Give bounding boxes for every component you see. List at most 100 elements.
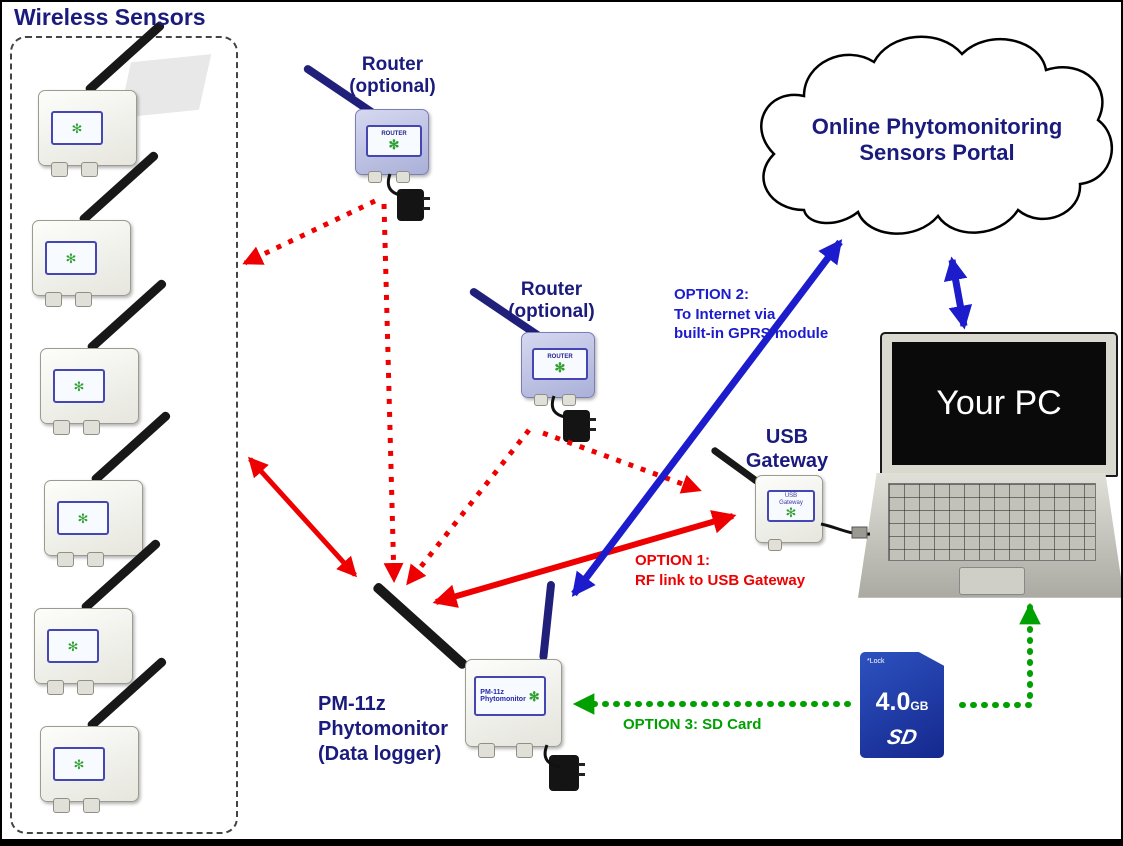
option2-caption: OPTION 2: To Internet via built-in GPRS …: [674, 285, 828, 344]
router1-label: Router (optional): [330, 54, 455, 99]
laptop-screen-frame: Your PC: [880, 332, 1118, 477]
sensor-label-panel: ✻: [51, 111, 103, 145]
your-pc-laptop: Your PC: [858, 332, 1121, 604]
phytomonitor-antenna-gprs: [539, 580, 556, 661]
sensor-connector: [53, 798, 70, 813]
phytomonitor-body: PM-11z Phytomonitor ✻: [465, 659, 562, 758]
router-body: ROUTER ✻: [521, 332, 595, 406]
router-panel-text: ROUTER: [381, 131, 407, 138]
sensor-body: ✻: [40, 348, 139, 435]
router2-label-line1: Router: [520, 279, 583, 300]
cloud-label-line1: Online Phytomonitoring: [811, 114, 1063, 139]
sensor-connector: [47, 680, 64, 695]
sensor-body: ✻: [38, 90, 137, 177]
sensor-connector: [75, 292, 92, 307]
phytomonitor-label-line1: PM-11z: [318, 693, 386, 715]
usb-gateway-label-line1: USB: [765, 426, 809, 448]
sensor-connector: [57, 552, 74, 567]
wireless-sensors-group-outline: [10, 36, 238, 834]
arrow-router2-to-phytomonitor: [406, 428, 531, 586]
option1-line2: RF link to USB Gateway: [635, 571, 806, 589]
your-pc-text: Your PC: [936, 384, 1062, 422]
phytomonitor-connector: [516, 743, 533, 758]
sensor-body: ✻: [32, 220, 131, 307]
sd-capacity-value: 4.0: [875, 688, 911, 716]
power-adapter: [397, 189, 430, 221]
sensor-connector: [87, 552, 104, 567]
sd-logo-icon: SD: [885, 726, 920, 749]
router-connector: [396, 171, 410, 183]
laptop-screen: Your PC: [892, 342, 1106, 465]
sensor-label-panel: ✻: [45, 241, 97, 275]
router1-label-line1: Router: [361, 54, 424, 75]
router2-label-line2: (optional): [508, 301, 595, 323]
plug-prong: [589, 418, 596, 421]
phytomonitor-connector: [478, 743, 495, 758]
gateway-connector: [768, 539, 782, 551]
sensor-body: ✻: [44, 480, 143, 567]
sd-card: *Lock 4.0GB SD: [860, 652, 944, 758]
router-connector: [534, 394, 548, 406]
phytomonitor-label-panel: PM-11z Phytomonitor ✻: [474, 676, 546, 716]
sensor-label-panel: ✻: [53, 369, 105, 403]
option2-line3: built-in GPRS module: [674, 325, 829, 342]
arrow-sd-to-pc: [959, 602, 1041, 708]
sensor-connector: [77, 680, 94, 695]
sensor-label-panel: ✻: [57, 501, 109, 535]
sensor-connector: [45, 292, 62, 307]
arrow-router1-to-phytomonitor: [381, 203, 404, 583]
router-panel-text: ROUTER: [547, 354, 573, 361]
usb-gateway-label: USB Gateway: [728, 426, 846, 473]
flower-logo-icon: ✻: [71, 120, 83, 136]
option2-line1: OPTION 2:: [674, 286, 750, 303]
router-label-panel: ROUTER ✻: [532, 348, 588, 380]
gateway-body: USB Gateway ✻: [755, 475, 823, 551]
router1-label-line2: (optional): [349, 76, 436, 98]
flower-logo-icon: ✻: [73, 378, 85, 394]
option1-line1: OPTION 1:: [635, 552, 711, 569]
flower-logo-icon: ✻: [785, 504, 797, 520]
sd-capacity-unit: GB: [910, 699, 929, 713]
arrow-cloud-to-pc: [943, 256, 973, 330]
router-body: ROUTER ✻: [355, 109, 429, 183]
option1-caption: OPTION 1: RF link to USB Gateway: [635, 551, 805, 590]
flower-logo-icon: ✻: [65, 250, 77, 266]
sensor-connector: [51, 162, 68, 177]
sd-lock-text: *Lock: [867, 658, 885, 665]
plug-prong: [423, 207, 430, 210]
router2-label: Router (optional): [494, 279, 609, 324]
cloud-label-line2: Sensors Portal: [859, 139, 1015, 165]
arrow-sensors-phytomonitor-rf: [247, 456, 358, 578]
plug-prong: [578, 763, 585, 766]
plug-prong: [589, 428, 596, 431]
gateway-label-panel: USB Gateway ✻: [767, 490, 815, 522]
wireless-sensors-title: Wireless Sensors: [14, 4, 206, 30]
flower-logo-icon: ✻: [77, 510, 89, 526]
laptop-touchpad: [959, 567, 1025, 595]
sensor-connector: [83, 798, 100, 813]
power-adapter: [563, 410, 596, 442]
phytomonitor-antenna-black: [371, 581, 469, 671]
phytomonitor-label-line3: (Data logger): [318, 743, 442, 765]
router-connector: [562, 394, 576, 406]
router-connector: [368, 171, 382, 183]
flower-logo-icon: ✻: [528, 688, 540, 704]
laptop-keyboard: [888, 483, 1096, 561]
sensor-body: ✻: [34, 608, 133, 695]
sensor-body: ✻: [40, 726, 139, 813]
flower-logo-icon: ✻: [554, 359, 566, 375]
phytomonitor-label-line2: Phytomonitor: [318, 718, 448, 740]
phytomonitor-panel-text2: Phytomonitor: [480, 696, 526, 703]
plug-prong: [423, 197, 430, 200]
option3-caption: OPTION 3: SD Card: [623, 716, 762, 733]
phytomonitor-panel-text1: PM-11z: [480, 688, 505, 696]
usb-gateway-label-line2: Gateway: [745, 449, 829, 472]
option2-line2: To Internet via: [674, 305, 776, 323]
plug-prong: [578, 773, 585, 776]
flower-logo-icon: ✻: [73, 756, 85, 772]
laptop-base: [858, 473, 1121, 598]
phytomonitor-label: PM-11z Phytomonitor (Data logger): [318, 692, 448, 767]
sensor-connector: [53, 420, 70, 435]
sd-capacity: 4.0GB: [860, 688, 944, 717]
